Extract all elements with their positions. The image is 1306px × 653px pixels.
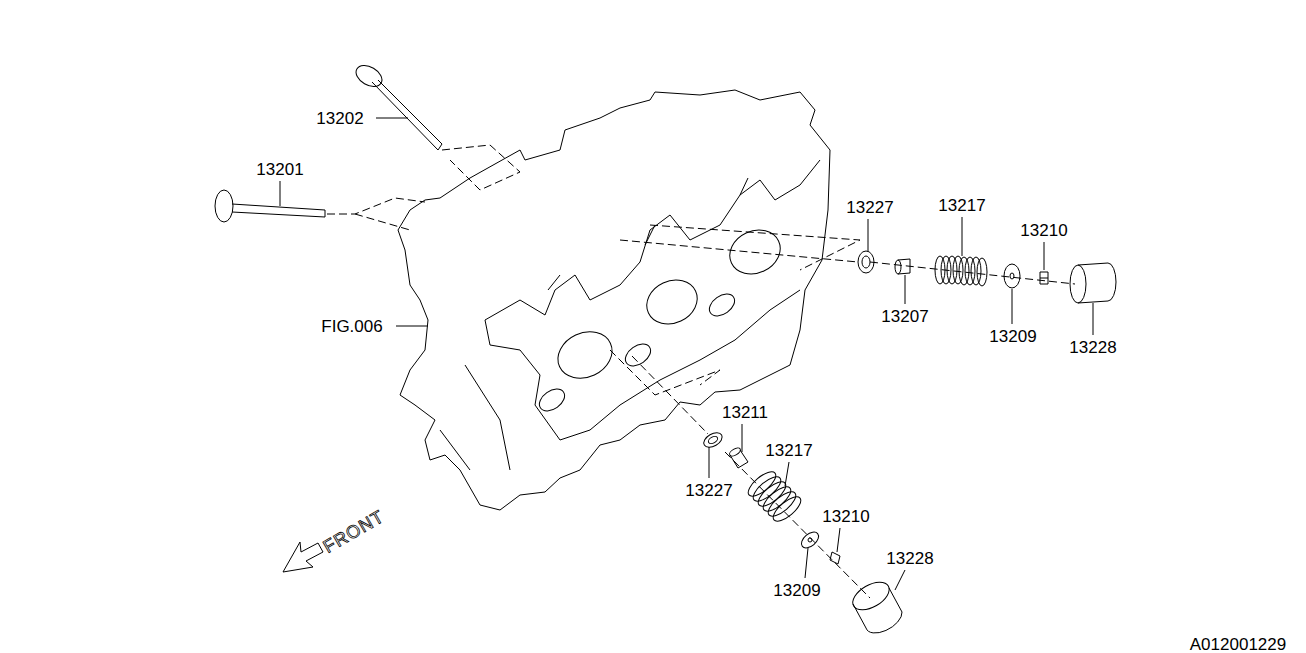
valve-head bbox=[215, 190, 233, 222]
drawing-id: A012001229 bbox=[1188, 635, 1288, 653]
leader-line bbox=[376, 118, 408, 119]
callout-number: 13211 bbox=[720, 403, 770, 422]
leader-line bbox=[396, 326, 428, 327]
guide-line bbox=[442, 145, 520, 190]
valve-keeper bbox=[1040, 272, 1048, 284]
direction-label: FRONT bbox=[319, 506, 390, 558]
port bbox=[621, 340, 654, 371]
callout-number: 13209 bbox=[987, 327, 1038, 346]
spring-retainer bbox=[1004, 264, 1020, 288]
front-arrow bbox=[283, 542, 323, 572]
guide-line bbox=[327, 198, 425, 230]
leader-line bbox=[280, 181, 281, 206]
valve-spring bbox=[744, 468, 804, 526]
valve-guide bbox=[895, 260, 901, 274]
callout-number: 13227 bbox=[844, 198, 895, 217]
callout-number: 13201 bbox=[254, 160, 305, 179]
callout-number: 13202 bbox=[314, 109, 365, 128]
valve-seal bbox=[707, 435, 719, 445]
callout-number: 13210 bbox=[1018, 221, 1069, 240]
leader-line bbox=[709, 424, 905, 590]
valve-seal bbox=[701, 430, 724, 450]
valve-lifter bbox=[853, 588, 902, 633]
callout-number: 13207 bbox=[879, 307, 930, 326]
spring-retainer bbox=[798, 529, 821, 551]
valve-guide bbox=[728, 446, 741, 457]
cam-towers bbox=[485, 160, 820, 440]
valve-spring bbox=[935, 256, 987, 286]
valve-stem bbox=[232, 204, 325, 217]
port bbox=[550, 323, 619, 387]
callout-number: 13228 bbox=[1067, 338, 1118, 357]
valve-lifter bbox=[848, 576, 894, 615]
valve-keeper bbox=[830, 552, 840, 564]
head-edge bbox=[440, 365, 510, 470]
figure-reference: FIG.006 bbox=[319, 317, 384, 336]
leader-line bbox=[868, 217, 1093, 335]
guide-line bbox=[610, 350, 870, 598]
valve-lifter bbox=[1070, 265, 1086, 303]
callout-number: 13209 bbox=[771, 581, 822, 600]
port bbox=[535, 385, 568, 416]
callout-number: 13217 bbox=[763, 441, 814, 460]
callout-number: 13217 bbox=[936, 196, 987, 215]
port bbox=[705, 290, 738, 321]
valve-seal bbox=[862, 256, 870, 268]
guide-line bbox=[620, 225, 1075, 284]
spring-retainer bbox=[1010, 273, 1014, 279]
cylinder-head-outline bbox=[398, 90, 830, 510]
valve-stem bbox=[372, 80, 442, 150]
callout-number: 13228 bbox=[884, 549, 935, 568]
spring-retainer bbox=[808, 538, 812, 542]
valve-seal bbox=[858, 251, 874, 273]
callout-number: 13227 bbox=[683, 481, 734, 500]
callout-number: 13210 bbox=[820, 507, 871, 526]
port bbox=[640, 272, 705, 332]
valve-head bbox=[352, 61, 385, 91]
